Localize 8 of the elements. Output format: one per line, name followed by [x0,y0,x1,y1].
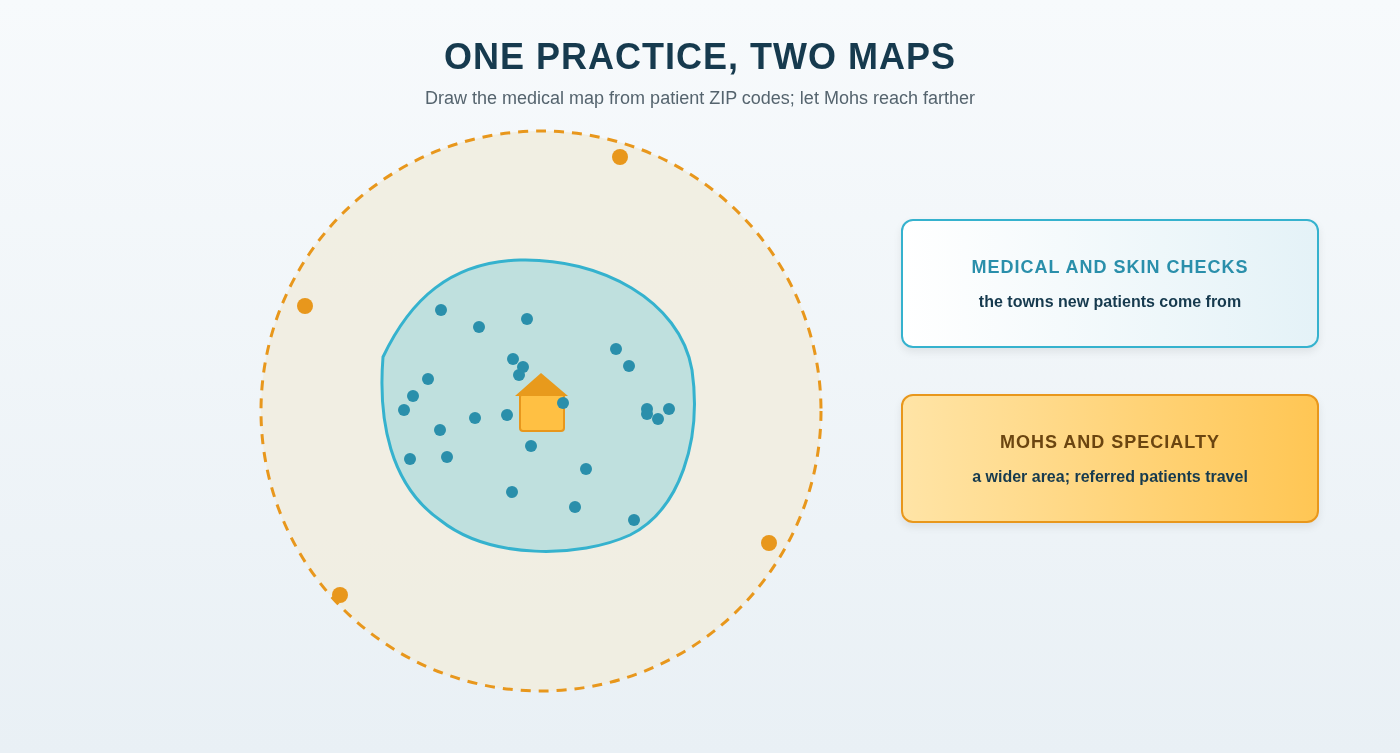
title: ONE PRACTICE, TWO MAPS [444,36,956,77]
card-text: the towns new patients come from [978,293,1242,310]
card-heading: MEDICAL AND SKIN CHECKS [971,257,1249,277]
info-card [901,394,1319,523]
subtitle: Draw the medical map from patient ZIP codes; let Mohs reach farther [425,88,975,108]
card-text: a wider area; referred patients travel [972,468,1248,485]
card-heading: MOHS AND SPECIALTY [1000,432,1220,452]
info-card [901,219,1319,348]
